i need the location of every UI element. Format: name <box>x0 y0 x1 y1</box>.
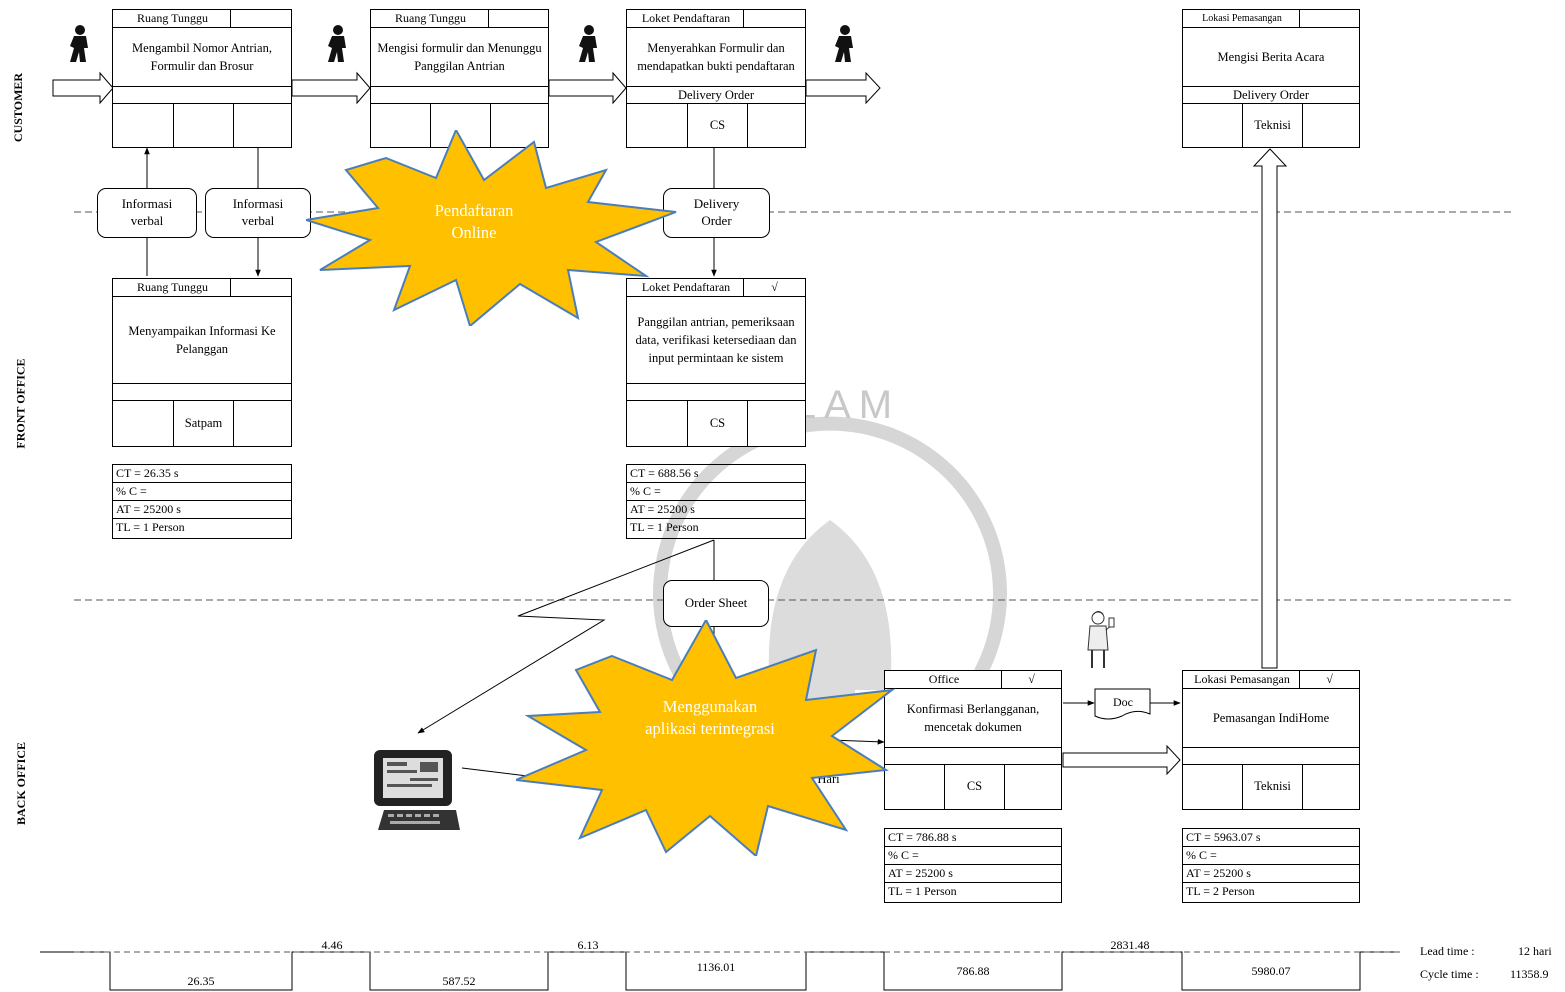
step-check <box>230 279 291 297</box>
doc-label: Doc <box>1094 695 1152 710</box>
step-text: Menyampaikan Informasi Ke Pelanggan <box>113 297 291 383</box>
data-box-4: CT = 5963.07 s % C = AT = 25200 s TL = 2… <box>1182 828 1360 903</box>
step-check: √ <box>1299 671 1359 689</box>
team-level: TL = 1 Person <box>113 519 291 537</box>
available-time: AT = 25200 s <box>1183 865 1359 883</box>
step-location: Ruang Tunggu <box>113 279 232 297</box>
cycle-time: CT = 786.88 s <box>885 829 1061 847</box>
step-location: Ruang Tunggu <box>371 10 490 28</box>
team-level: TL = 1 Person <box>885 883 1061 901</box>
step-operator: CS <box>687 103 747 147</box>
info-verbal-1: Informasi verbal <box>97 188 197 238</box>
data-box-1: CT = 26.35 s % C = AT = 25200 s TL = 1 P… <box>112 464 292 539</box>
process-time-3: 1136.01 <box>626 960 806 975</box>
lane-back-office: BACK OFFICE <box>14 742 29 825</box>
step-location: Office <box>885 671 1003 689</box>
step-text: Mengisi Berita Acara <box>1183 28 1359 86</box>
step-location: Lokasi Pemasangan <box>1183 10 1301 28</box>
data-box-2: CT = 688.56 s % C = AT = 25200 s TL = 1 … <box>626 464 806 539</box>
wait-time-3: 2831.48 <box>1100 938 1160 953</box>
cycle-time: CT = 26.35 s <box>113 465 291 483</box>
customer-step-3: Loket Pendaftaran Menyerahkan Formulir d… <box>626 9 806 148</box>
step-location: Lokasi Pemasangan <box>1183 671 1301 689</box>
step-text: Mengisi formulir dan Menunggu Panggilan … <box>371 28 548 86</box>
lane-front-office: FRONT OFFICE <box>14 358 29 448</box>
step-text: Konfirmasi Berlangganan, mencetak dokume… <box>885 689 1061 747</box>
computer-icon <box>370 748 462 836</box>
step-text: Menyerahkan Formulir dan mendapatkan buk… <box>627 28 805 86</box>
info-verbal-2: Informasi verbal <box>205 188 311 238</box>
available-time: AT = 25200 s <box>113 501 291 519</box>
step-operator: Teknisi <box>1242 103 1302 147</box>
process-time-5: 5980.07 <box>1182 964 1360 979</box>
team-level: TL = 1 Person <box>627 519 805 537</box>
percent-complete: % C = <box>1183 847 1359 865</box>
lead-time-value: 12 hari <box>1518 944 1552 959</box>
customer-step-1: Ruang Tunggu Mengambil Nomor Antrian, Fo… <box>112 9 292 148</box>
step-check: √ <box>1001 671 1061 689</box>
cycle-time: CT = 688.56 s <box>627 465 805 483</box>
process-time-4: 786.88 <box>884 964 1062 979</box>
step-operator: CS <box>944 764 1004 809</box>
operator-icon <box>831 24 859 64</box>
wait-time-1: 4.46 <box>312 938 352 953</box>
process-time-2: 587.52 <box>370 974 548 989</box>
back-step-1: Office √ Konfirmasi Berlangganan, mencet… <box>884 670 1062 810</box>
customer-step-2: Ruang Tunggu Mengisi formulir dan Menung… <box>370 9 549 148</box>
lead-time-label: Lead time : <box>1420 944 1475 959</box>
team-level: TL = 2 Person <box>1183 883 1359 901</box>
step-text: Mengambil Nomor Antrian, Formulir dan Br… <box>113 28 291 86</box>
operator-icon <box>575 24 603 64</box>
percent-complete: % C = <box>627 483 805 501</box>
step-check: √ <box>743 279 805 297</box>
step-text: Pemasangan IndiHome <box>1183 689 1359 747</box>
cycle-time: CT = 5963.07 s <box>1183 829 1359 847</box>
step-location: Loket Pendaftaran <box>627 10 745 28</box>
back-step-2: Lokasi Pemasangan √ Pemasangan IndiHome … <box>1182 670 1360 810</box>
kaizen-online-text: Pendaftaran Online <box>414 200 534 245</box>
step-row: Delivery Order <box>1183 87 1359 104</box>
step-check <box>230 10 291 28</box>
process-time-1: 26.35 <box>110 974 292 989</box>
operator-icon <box>324 24 352 64</box>
percent-complete: % C = <box>885 847 1061 865</box>
step-row: Delivery Order <box>627 87 805 104</box>
customer-step-4: Lokasi Pemasangan Mengisi Berita Acara D… <box>1182 9 1360 148</box>
available-time: AT = 25200 s <box>885 865 1061 883</box>
step-operator: CS <box>687 400 747 446</box>
data-box-3: CT = 786.88 s % C = AT = 25200 s TL = 1 … <box>884 828 1062 903</box>
lane-customer: CUSTOMER <box>11 73 26 142</box>
step-location: Ruang Tunggu <box>113 10 232 28</box>
wait-time-2: 6.13 <box>568 938 608 953</box>
step-operator: Satpam <box>173 400 233 446</box>
cycle-time-value: 11358.9 <box>1510 967 1549 982</box>
cycle-time-label: Cycle time : <box>1420 967 1479 982</box>
office-worker-icon <box>1082 610 1116 672</box>
front-step-1: Ruang Tunggu Menyampaikan Informasi Ke P… <box>112 278 292 447</box>
step-operator: Teknisi <box>1242 764 1302 809</box>
available-time: AT = 25200 s <box>627 501 805 519</box>
kaizen-integrated-text: Menggunakan aplikasi terintegrasi <box>645 696 775 741</box>
percent-complete: % C = <box>113 483 291 501</box>
operator-icon <box>66 24 94 64</box>
